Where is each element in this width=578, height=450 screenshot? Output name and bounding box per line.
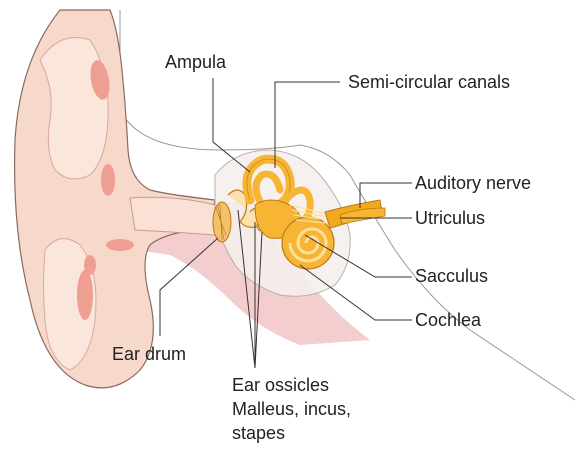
cartilage-5: [84, 255, 96, 275]
label-auditory-nerve: Auditory nerve: [415, 173, 531, 194]
cartilage-4: [77, 270, 93, 320]
label-ear-ossicles-line-2: Malleus, incus,: [232, 397, 351, 421]
label-ear-ossicles-line-3: stapes: [232, 421, 351, 445]
label-ear-ossicles: Ear ossicles Malleus, incus, stapes: [232, 373, 351, 445]
cartilage-2: [101, 164, 115, 196]
label-utriculus: Utriculus: [415, 208, 485, 229]
label-ear-drum: Ear drum: [112, 344, 186, 365]
ear-canal: [130, 197, 215, 235]
cartilage-3: [106, 239, 134, 251]
label-semi-circular-canals: Semi-circular canals: [348, 72, 510, 93]
label-sacculus: Sacculus: [415, 266, 488, 287]
label-ear-ossicles-line-1: Ear ossicles: [232, 373, 351, 397]
label-ampula: Ampula: [165, 52, 226, 73]
label-cochlea: Cochlea: [415, 310, 481, 331]
